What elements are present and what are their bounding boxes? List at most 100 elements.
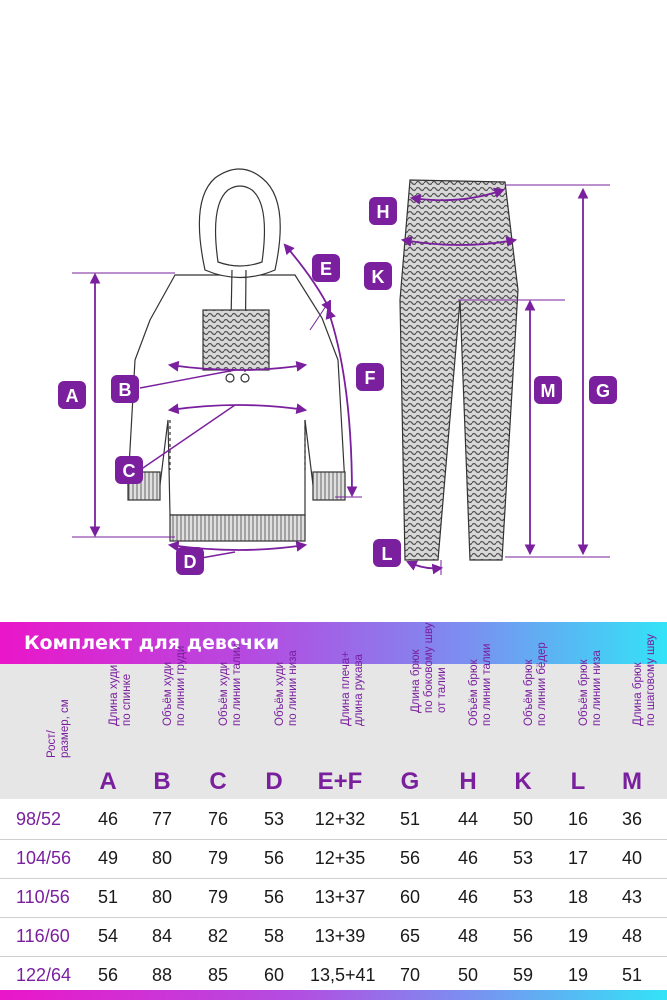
value-cell: 77 <box>151 809 173 829</box>
size-column-header: Рост/ размер, см <box>16 664 76 792</box>
svg-text:L: L <box>382 544 393 564</box>
column-description-label: Объём худи по линии груди <box>162 645 187 726</box>
value-cell: 12+32 <box>314 809 366 829</box>
badge-d: D <box>176 547 204 575</box>
svg-text:M: M <box>541 381 556 401</box>
value-cell: 70 <box>399 965 421 985</box>
column-letter: K <box>514 768 532 795</box>
column-description-label: Объём брюк по линии низа <box>578 650 603 726</box>
size-header-label: Рост/ размер, см <box>46 699 71 758</box>
value-cell: 46 <box>97 809 119 829</box>
column-letter: L <box>570 768 586 795</box>
value-cell: 51 <box>399 809 421 829</box>
badge-b: B <box>111 375 139 403</box>
value-cell: 48 <box>621 926 643 946</box>
column-description-label: Длина плеча+ длина рукава <box>340 651 365 726</box>
badge-k: K <box>364 262 392 290</box>
value-cell: 12+35 <box>314 848 366 868</box>
value-cell: 19 <box>567 965 589 985</box>
badge-a: A <box>58 381 86 409</box>
value-cell: 46 <box>457 887 479 907</box>
value-cell: 58 <box>263 926 285 946</box>
measurement-lines <box>72 184 610 575</box>
column-letter: A <box>99 768 117 795</box>
value-cell: 16 <box>567 809 589 829</box>
value-cell: 53 <box>263 809 285 829</box>
badge-g: G <box>589 376 617 404</box>
value-cell: 19 <box>567 926 589 946</box>
svg-text:C: C <box>123 461 136 481</box>
svg-text:D: D <box>184 552 197 572</box>
value-cell: 13,5+41 <box>310 965 376 985</box>
column-description-label: Длина брюк по шаговому шву <box>632 634 657 726</box>
column-letter: H <box>459 768 477 795</box>
size-cell: 110/56 <box>16 887 70 907</box>
column-description-label: Объём худи по линии низа <box>274 650 299 726</box>
value-cell: 46 <box>457 848 479 868</box>
table-header <box>0 664 667 799</box>
value-cell: 44 <box>457 809 479 829</box>
badge-l: L <box>373 539 401 567</box>
value-cell: 80 <box>151 848 173 868</box>
value-cell: 59 <box>512 965 534 985</box>
value-cell: 88 <box>151 965 173 985</box>
badge-m: M <box>534 376 562 404</box>
value-cell: 76 <box>207 809 229 829</box>
value-cell: 40 <box>621 848 643 868</box>
value-cell: 51 <box>621 965 643 985</box>
value-cell: 17 <box>567 848 589 868</box>
value-cell: 79 <box>207 848 229 868</box>
value-cell: 56 <box>97 965 119 985</box>
value-cell: 53 <box>512 848 534 868</box>
value-cell: 50 <box>512 809 534 829</box>
title-banner: Комплект для девочки <box>0 622 667 664</box>
value-cell: 50 <box>457 965 479 985</box>
value-cell: 84 <box>151 926 173 946</box>
value-cell: 85 <box>207 965 229 985</box>
value-cell: 18 <box>567 887 589 907</box>
column-description-label: Объём брюк по линии талии <box>468 643 493 726</box>
value-cell: 48 <box>457 926 479 946</box>
column-letter: C <box>209 768 227 795</box>
value-cell: 51 <box>97 887 119 907</box>
column-letter: G <box>400 768 420 795</box>
value-cell: 13+39 <box>314 926 366 946</box>
banner-title: Комплект для девочки <box>24 632 280 654</box>
svg-text:F: F <box>365 368 376 388</box>
badge-f: F <box>356 363 384 391</box>
value-cell: 60 <box>399 887 421 907</box>
value-cell: 65 <box>399 926 421 946</box>
badge-h: H <box>369 197 397 225</box>
column-letter: E+F <box>317 768 363 795</box>
row-divider <box>0 917 667 918</box>
svg-text:G: G <box>596 381 610 401</box>
value-cell: 43 <box>621 887 643 907</box>
pants-sketch <box>399 179 519 561</box>
size-cell: 104/56 <box>16 848 72 868</box>
svg-text:A: A <box>66 386 79 406</box>
row-divider <box>0 956 667 957</box>
value-cell: 54 <box>97 926 119 946</box>
value-cell: 56 <box>512 926 534 946</box>
size-cell: 122/64 <box>16 965 72 985</box>
row-divider <box>0 878 667 879</box>
column-letter: D <box>265 768 283 795</box>
svg-text:K: K <box>372 267 385 287</box>
column-description-label: Объём брюк по линии бёдер <box>523 642 548 726</box>
table-row: 110/56 51 80 79 56 13+37 60 46 53 18 43 <box>0 879 667 917</box>
column-letter: B <box>153 768 171 795</box>
value-cell: 49 <box>97 848 119 868</box>
svg-text:B: B <box>119 380 132 400</box>
value-cell: 82 <box>207 926 229 946</box>
value-cell: 56 <box>263 848 285 868</box>
value-cell: 56 <box>263 887 285 907</box>
value-cell: 79 <box>207 887 229 907</box>
value-cell: 53 <box>512 887 534 907</box>
value-cell: 80 <box>151 887 173 907</box>
value-cell: 13+37 <box>314 887 366 907</box>
column-letter: M <box>622 768 642 795</box>
